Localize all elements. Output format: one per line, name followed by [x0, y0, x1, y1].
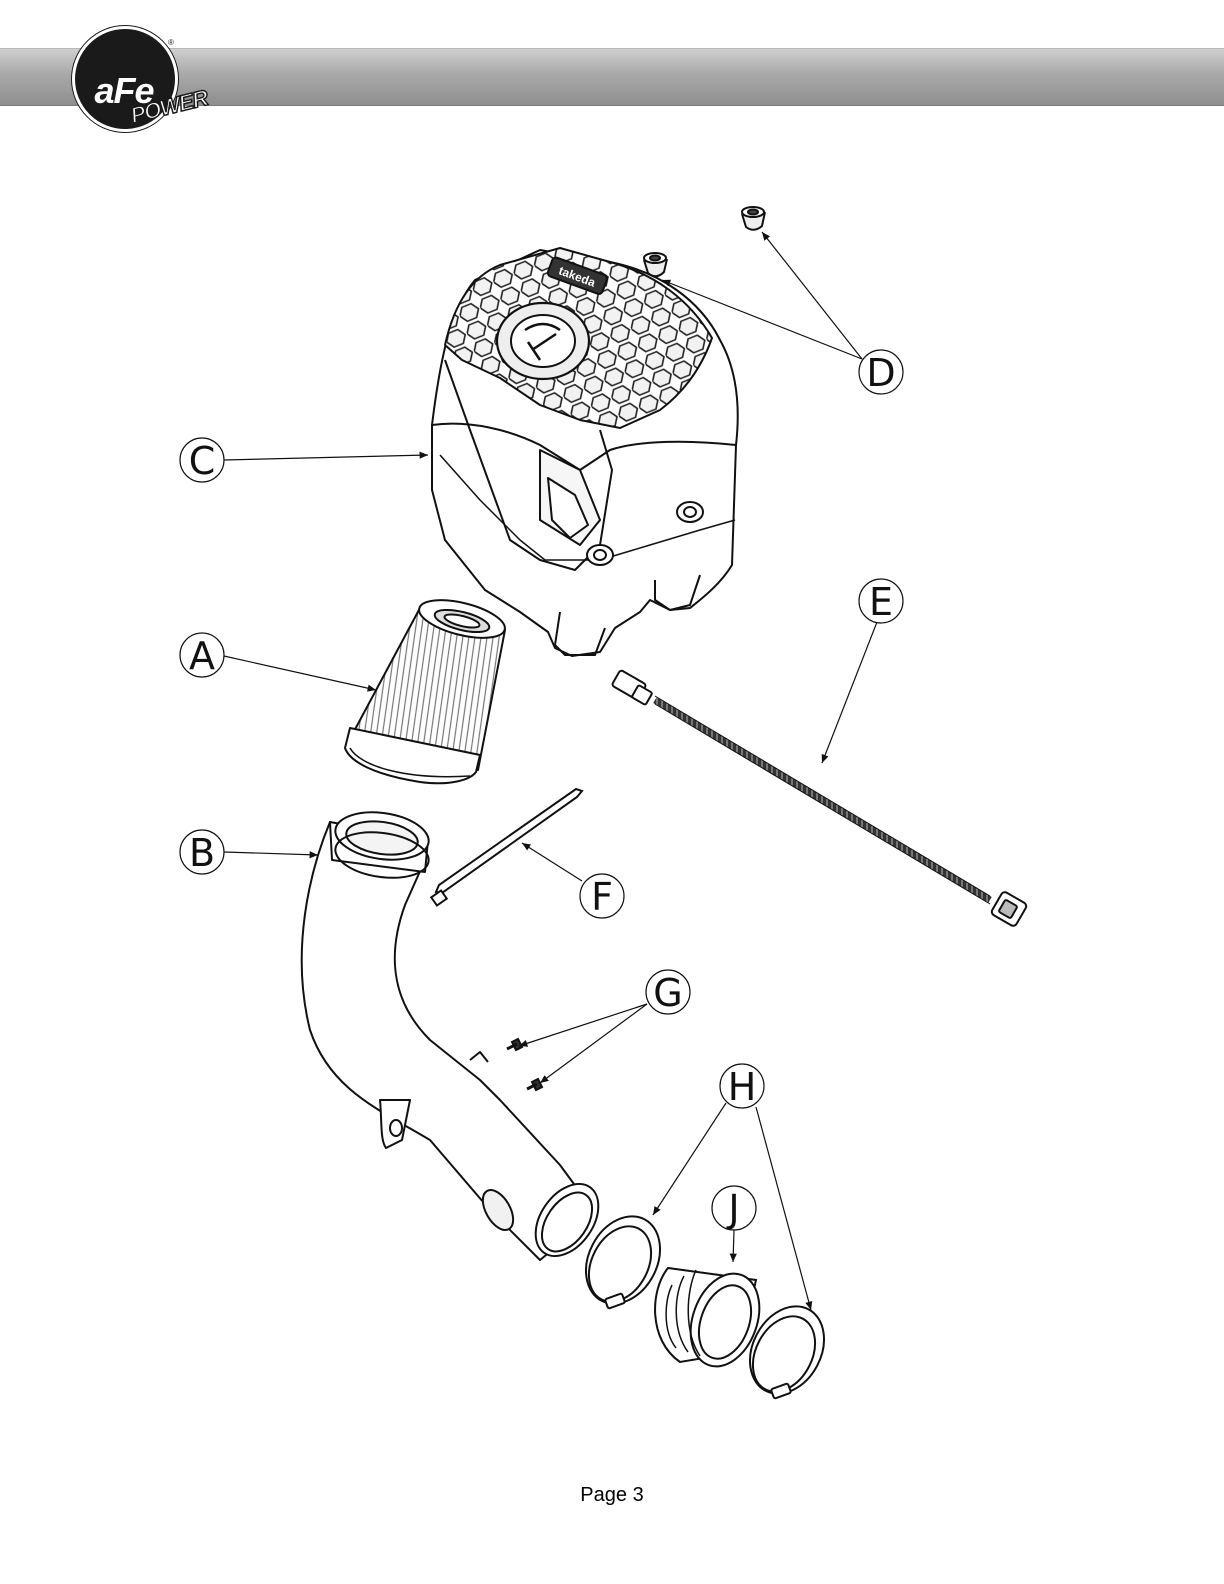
callout-j: J	[711, 1185, 757, 1231]
header-bar	[0, 48, 1224, 106]
logo-afe-text: aFe	[94, 70, 154, 111]
callout-e-label: E	[869, 580, 893, 624]
callout-b: B	[179, 829, 225, 875]
callout-d: D	[858, 349, 904, 395]
part-j-silicone-coupler	[654, 1266, 761, 1368]
part-e-sensor-harness	[611, 669, 1028, 927]
part-f-cable-tie	[429, 787, 584, 907]
part-c-air-box-housing: takeda	[431, 247, 739, 657]
callout-f-label: F	[591, 875, 613, 919]
callout-f: F	[579, 873, 625, 919]
part-g-screws	[506, 1037, 544, 1092]
callout-b-label: B	[189, 831, 215, 875]
part-a-cone-filter	[344, 599, 506, 785]
callout-g-label: G	[653, 971, 682, 1015]
part-b-intake-tube	[300, 811, 600, 1261]
callout-c: C	[179, 437, 225, 483]
callout-c-label: C	[189, 439, 216, 483]
callout-leaders	[223, 231, 878, 1311]
callout-h: H	[719, 1063, 765, 1109]
callout-j-label: J	[726, 1187, 739, 1231]
logo-disc	[72, 26, 178, 132]
callout-a: A	[179, 632, 225, 678]
afe-power-logo: ® aFe POWER	[68, 22, 248, 134]
callout-g: G	[645, 969, 691, 1015]
part-h-hose-clamps	[585, 1215, 825, 1400]
logo-registered-mark: ®	[168, 38, 174, 47]
callout-e: E	[858, 578, 904, 624]
callout-a-label: A	[189, 634, 215, 678]
callout-h-label: H	[728, 1065, 757, 1109]
part-d-grommets	[643, 206, 766, 278]
page-number: Page 3	[580, 1484, 644, 1506]
callout-d-label: D	[866, 351, 895, 395]
